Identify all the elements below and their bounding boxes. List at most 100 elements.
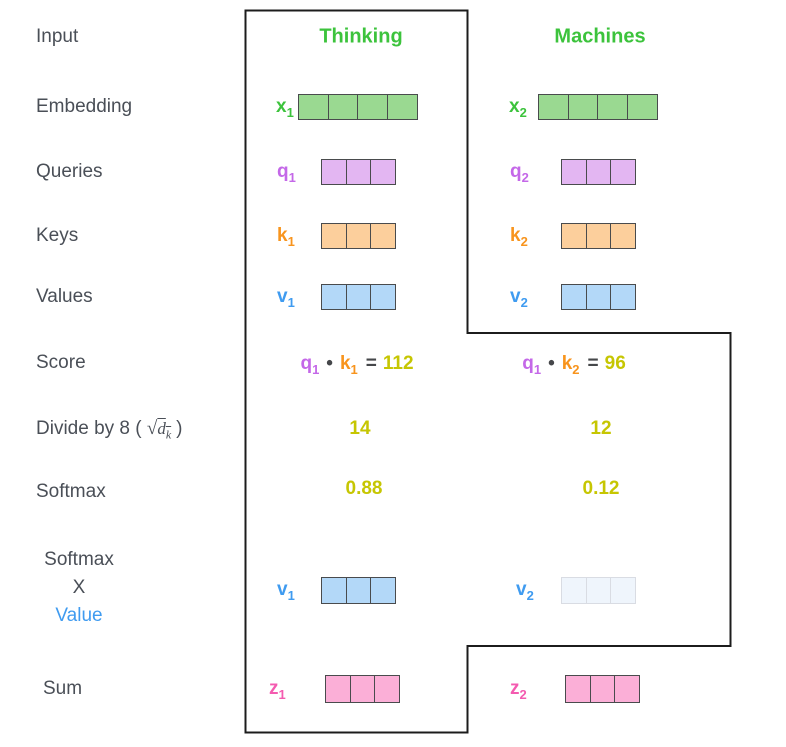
box-outline-path [244,9,732,734]
score-left: q1•k1=112 [300,353,414,377]
score-right-q: q1 [522,353,542,377]
vector-cell [321,577,347,604]
vector-cell [565,675,591,703]
x1-vector [298,94,418,120]
row-label-input: Input [36,26,79,47]
row-label-embedding: Embedding [36,96,133,117]
row-label-softmax-x-value: Softmax X Value [36,546,122,630]
z1-sub: 1 [278,686,286,702]
row-label-keys: Keys [36,225,79,246]
q1-sub: 1 [288,169,296,185]
x2-vector [538,94,658,120]
q2-label: q2 [510,161,529,185]
dk-sub: k [165,427,172,442]
v1-weighted-label: v1 [277,579,295,603]
q1-vector [321,159,396,185]
q1-label: q1 [277,161,296,185]
x2-base: x [509,96,520,117]
z1-vector [325,675,400,703]
vector-cell [370,159,396,185]
k2-vector [561,223,636,249]
score-left-q: q1 [300,353,320,377]
vector-cell [585,284,612,310]
vector-cell [370,284,396,310]
vector-cell [597,94,628,120]
vector-cell [561,223,587,249]
row-label-divide: Divide by 8 ( √dk) [36,418,182,440]
k1-vector [321,223,396,249]
vector-cell [325,675,351,703]
v2-label: v2 [510,286,528,309]
vector-cell [327,94,359,120]
sxv-line-value: Value [55,605,103,626]
z2-sub: 2 [519,686,527,702]
vector-cell [610,577,636,604]
score-left-k: k1 [339,353,358,377]
score-right-value: 96 [604,353,626,374]
vector-cell [610,284,636,310]
vector-cell [585,159,612,185]
vector-cell [610,159,636,185]
dk-base: d [157,419,166,438]
vector-cell [298,94,329,120]
vector-cell [370,577,396,604]
q1-base: q [277,161,289,182]
x2-sub: 2 [519,104,527,120]
score-left-value: 112 [382,353,414,374]
v1-vector [321,284,396,310]
vector-cell [386,94,418,120]
sxv-line-softmax: Softmax [44,549,114,570]
divide-value-right: 12 [590,418,612,439]
sqrt-symbol: √ [146,418,158,439]
vector-cell [349,675,376,703]
x1-base: x [276,96,287,117]
vector-cell [585,577,612,604]
k2-base: k [510,225,521,246]
vector-cell [585,223,612,249]
v1-base: v [277,286,288,307]
vector-cell [345,159,372,185]
vector-cell [561,159,587,185]
score-right: q1 • k2 =96 [522,353,626,377]
v2-base: v [510,286,521,307]
v2-vector [561,284,636,310]
score-right-k: k2 [561,353,580,377]
vector-cell [370,223,396,249]
k1-base: k [277,225,288,246]
v1-sub: 1 [287,294,295,310]
z1-base: z [269,678,279,699]
row-label-queries: Queries [36,161,103,182]
v1-label: v1 [277,286,295,310]
row-label-sum: Sum [43,678,83,699]
softmax-value-right: 0.12 [582,478,620,499]
x2-label: x2 [509,96,527,120]
z2-base: z [510,678,520,699]
vector-cell [357,94,388,120]
vector-cell [321,223,347,249]
column-header-thinking: Thinking [319,25,403,48]
k1-sub: 1 [287,233,295,249]
q2-sub: 2 [521,169,529,185]
k2-sub: 2 [520,233,528,249]
vector-cell [614,675,640,703]
score-right-eq: = [587,353,599,374]
k1-label: k1 [277,225,295,249]
v2-weighted-label: v2 [516,579,534,603]
vector-cell [610,223,636,249]
divide-suffix: ) [176,418,183,439]
vector-cell [561,284,587,310]
column-header-machines: Machines [554,25,646,48]
x1-sub: 1 [286,104,294,120]
sxv-line-x: X [72,577,86,598]
q2-vector [561,159,636,185]
dot-product-icon: • [548,353,555,374]
vector-cell [345,223,372,249]
vector-cell [321,284,347,310]
vector-cell [345,284,372,310]
vector-cell [538,94,569,120]
row-label-score: Score [36,352,86,373]
vector-cell [626,94,658,120]
divide-value-left: 14 [349,418,371,439]
dk-radicand: dk [157,419,172,442]
vector-cell [374,675,400,703]
